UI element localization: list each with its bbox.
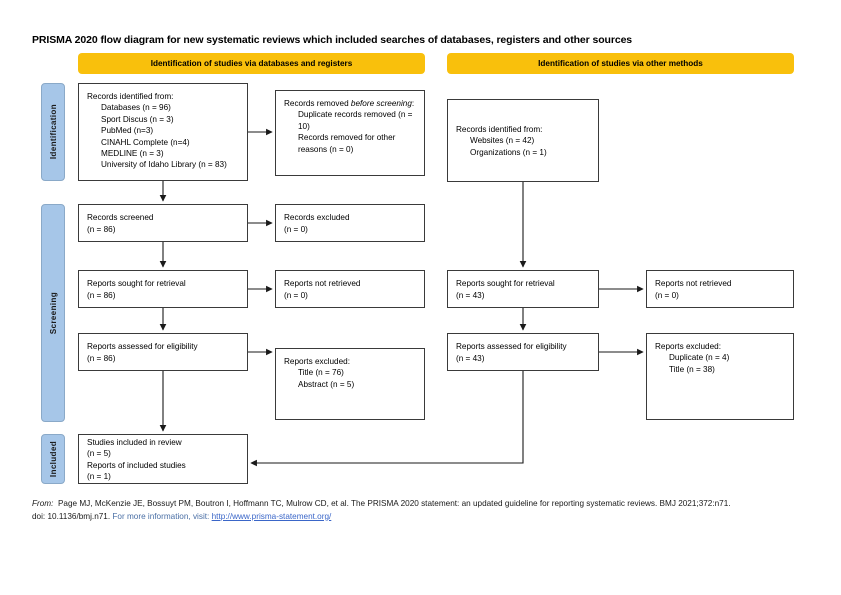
box-line: Records excluded: [284, 213, 350, 223]
box-count: (n = 86): [87, 224, 116, 234]
box-count: (n = 0): [284, 224, 308, 234]
box-item: Records removed for other reasons (n = 0…: [298, 133, 396, 154]
box-reports-sought-databases: Reports sought for retrieval (n = 86): [78, 270, 248, 308]
stage-label-screening: Screening: [41, 204, 65, 422]
box-line: Reports sought for retrieval: [87, 279, 186, 289]
box-heading: Reports excluded:: [655, 342, 721, 351]
footer-line-1: From: Page MJ, McKenzie JE, Bossuyt PM, …: [32, 498, 822, 511]
box-line: Reports not retrieved: [284, 279, 361, 289]
box-item: PubMed (n=3): [101, 126, 154, 136]
box-reports-excluded-databases: Reports excluded: Title (n = 76) Abstrac…: [275, 348, 425, 420]
box-count: (n = 86): [87, 290, 116, 300]
box-item: Sport Discus (n = 3): [101, 114, 174, 124]
box-count: (n = 43): [456, 353, 485, 363]
box-reports-not-retrieved-databases: Reports not retrieved (n = 0): [275, 270, 425, 308]
box-records-identified-other-methods: Records identified from: Websites (n = 4…: [447, 99, 599, 182]
box-heading-prefix: Records removed: [284, 99, 351, 108]
box-reports-assessed-databases: Reports assessed for eligibility (n = 86…: [78, 333, 248, 371]
box-item: University of Idaho Library (n = 83): [101, 160, 227, 170]
box-records-excluded: Records excluded (n = 0): [275, 204, 425, 242]
box-item: MEDLINE (n = 3): [101, 149, 164, 159]
box-item: Databases (n = 96): [101, 103, 171, 113]
box-records-removed-before-screening: Records removed before screening: Duplic…: [275, 90, 425, 176]
box-line: Reports assessed for eligibility: [456, 342, 567, 352]
box-heading-emphasis: before screening: [350, 99, 412, 108]
box-count: (n = 5): [87, 449, 111, 459]
box-item: Abstract (n = 5): [298, 379, 355, 389]
box-item: Duplicate records removed (n = 10): [298, 110, 413, 131]
stage-label-included: Included: [41, 434, 65, 484]
box-count: (n = 86): [87, 353, 116, 363]
box-line: Reports of included studies: [87, 460, 186, 470]
box-studies-included: Studies included in review (n = 5) Repor…: [78, 434, 248, 484]
box-line: Reports sought for retrieval: [456, 279, 555, 289]
footer-citation-text: Page MJ, McKenzie JE, Bossuyt PM, Boutro…: [57, 499, 731, 508]
box-heading-suffix: :: [411, 99, 415, 108]
footer-line-2: doi: 10.1136/bmj.n71. For more informati…: [32, 511, 822, 524]
box-count: (n = 0): [655, 290, 679, 300]
footer-from-label: From:: [32, 499, 54, 508]
footer-info-note: For more information, visit:: [112, 511, 210, 521]
box-heading: Records identified from:: [456, 124, 543, 134]
box-item: Title (n = 76): [298, 368, 344, 378]
footer-doi: doi: 10.1136/bmj.n71.: [32, 511, 111, 521]
box-line: Studies included in review: [87, 437, 182, 447]
box-item: Title (n = 38): [669, 364, 715, 374]
box-heading: Records removed before screening:: [284, 98, 416, 109]
box-reports-not-retrieved-other-methods: Reports not retrieved (n = 0): [646, 270, 794, 308]
box-reports-excluded-other-methods: Reports excluded: Duplicate (n = 4) Titl…: [646, 333, 794, 420]
box-item: Websites (n = 42): [470, 136, 535, 146]
box-item: Organizations (n = 1): [470, 147, 547, 157]
stage-label-identification-text: Identification: [48, 104, 58, 160]
box-item: Duplicate (n = 4): [669, 353, 730, 363]
box-reports-assessed-other-methods: Reports assessed for eligibility (n = 43…: [447, 333, 599, 371]
banner-databases-registers: Identification of studies via databases …: [78, 53, 425, 74]
page-title: PRISMA 2020 flow diagram for new systema…: [32, 34, 633, 46]
prisma-statement-link[interactable]: http://www.prisma-statement.org/: [211, 511, 332, 521]
box-heading: Reports excluded:: [284, 357, 350, 366]
box-item: CINAHL Complete (n=4): [101, 137, 190, 147]
box-records-identified-databases: Records identified from: Databases (n = …: [78, 83, 248, 181]
box-count: (n = 0): [284, 290, 308, 300]
footer-citation: From: Page MJ, McKenzie JE, Bossuyt PM, …: [32, 498, 822, 523]
stage-label-screening-text: Screening: [48, 291, 58, 335]
stage-label-included-text: Included: [48, 440, 58, 478]
box-records-screened: Records screened (n = 86): [78, 204, 248, 242]
box-reports-sought-other-methods: Reports sought for retrieval (n = 43): [447, 270, 599, 308]
banner-other-methods: Identification of studies via other meth…: [447, 53, 794, 74]
stage-label-identification: Identification: [41, 83, 65, 181]
box-heading: Records identified from:: [87, 92, 174, 101]
box-line: Reports not retrieved: [655, 279, 732, 289]
box-count: (n = 43): [456, 290, 485, 300]
box-count: (n = 1): [87, 471, 111, 481]
box-line: Records screened: [87, 213, 154, 223]
box-line: Reports assessed for eligibility: [87, 342, 198, 352]
